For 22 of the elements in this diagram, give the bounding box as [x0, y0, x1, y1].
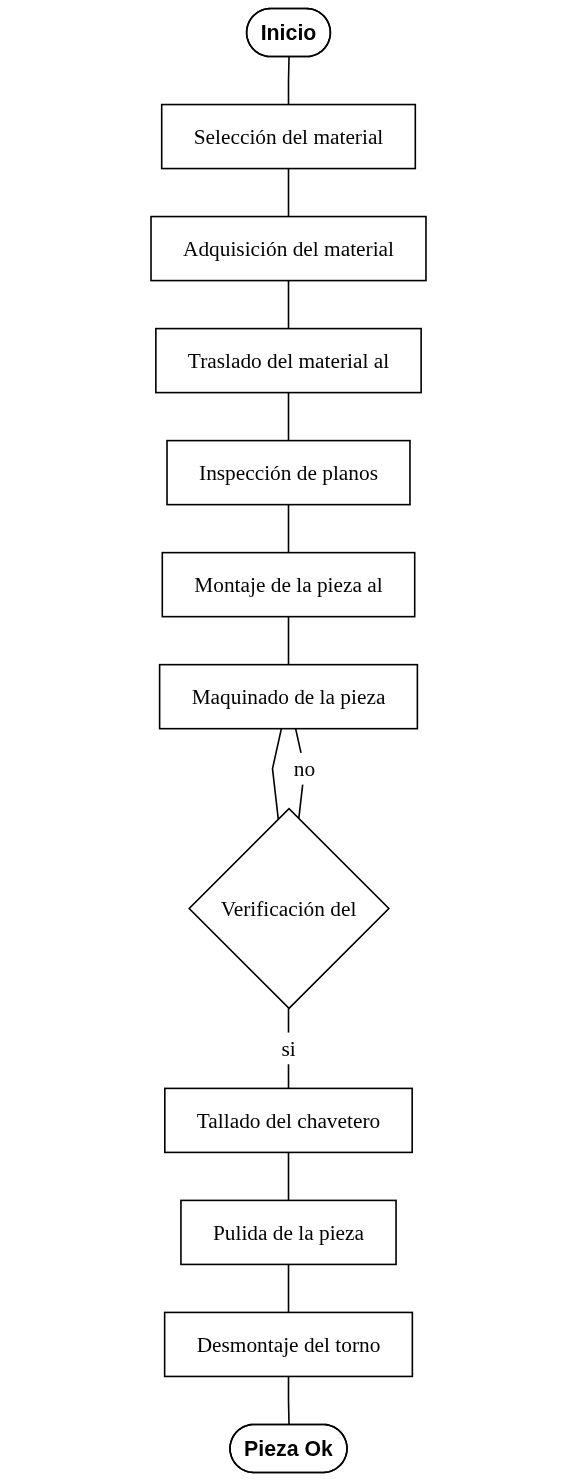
connector: [287, 56, 290, 106]
connector: [287, 167, 290, 218]
node-box: Montaje de la pieza al: [161, 551, 416, 618]
connector: [287, 1151, 290, 1202]
connector: [287, 279, 290, 330]
edge-label: no: [293, 756, 316, 781]
node-box: Selección del material: [160, 103, 417, 170]
node-box: Pulida de la pieza: [180, 1199, 397, 1266]
node-box: Traslado del material al: [155, 327, 422, 394]
node-diamond: Verificación del: [188, 807, 390, 1010]
node-box: Desmontaje del torno: [163, 1311, 414, 1378]
connector: [287, 1375, 290, 1426]
connector: [287, 503, 290, 554]
node-box: Adquisición del material: [150, 215, 427, 282]
connector: [271, 727, 283, 820]
connector: [287, 391, 290, 442]
node-box: Maquinado de la pieza: [158, 663, 419, 730]
node-box: Tallado del chavetero: [164, 1087, 413, 1154]
node-box: Inspección de planos: [166, 439, 411, 506]
edge-label: si: [281, 1036, 296, 1061]
connector: [287, 615, 290, 666]
connector: [287, 1263, 290, 1314]
